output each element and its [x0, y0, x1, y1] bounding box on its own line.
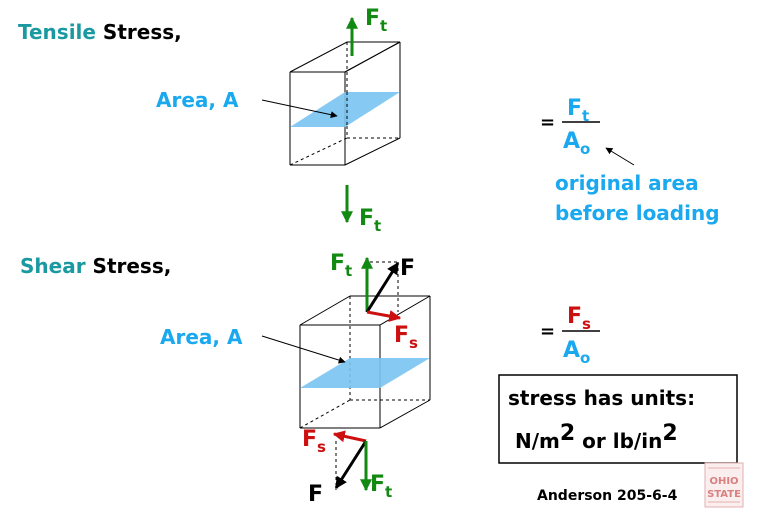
- tensile-area-plane: [290, 92, 400, 127]
- shear-title-rest: Stress,: [86, 254, 172, 278]
- tensile-note-leader: [605, 147, 635, 166]
- tensile-equals: =: [540, 112, 555, 133]
- tensile-area-label: Area, A: [156, 88, 239, 112]
- tensile-area-leader: [261, 99, 338, 119]
- tensile-note-line2: before loading: [555, 201, 720, 225]
- shear-title-word: Shear: [20, 254, 86, 278]
- shear-f-top-label: F: [400, 256, 415, 281]
- shear-f-bottom-label: F: [308, 482, 323, 507]
- tensile-title-word: Tensile: [18, 20, 96, 44]
- tensile-force-down-label: Ft: [359, 206, 381, 235]
- shear-ft-bottom-label: Ft: [370, 472, 392, 501]
- shear-formula: = Fs Ao: [540, 304, 600, 367]
- tensile-force-up-label: Ft: [365, 6, 387, 35]
- shear-area-label: Area, A: [160, 325, 243, 349]
- tensile-note-line1: original area: [555, 171, 699, 195]
- shear-denominator: Ao: [563, 338, 590, 367]
- logo-line2: STATE: [707, 489, 741, 500]
- units-box-frame: [498, 374, 738, 464]
- tensile-formula: = Ft Ao: [540, 96, 600, 158]
- shear-area-leader: [261, 335, 346, 364]
- shear-fs-top-label: Fs: [394, 323, 418, 352]
- shear-fs-top-arrow: [366, 310, 402, 322]
- shear-fs-bottom-arrow: [332, 430, 367, 443]
- shear-f-bottom-arrow: [334, 440, 368, 490]
- units-line2: N/m2 or lb/in2: [515, 421, 678, 453]
- shear-ft-top-label: Ft: [330, 251, 352, 280]
- units-box: stress has units: N/m2 or lb/in2: [498, 374, 738, 464]
- shear-f-top-arrow: [365, 261, 400, 313]
- units-line1: stress has units:: [508, 386, 695, 410]
- logo-line1: OHIO: [709, 476, 738, 487]
- tensile-section: Tensile Stress, Area, A Ft Ft: [18, 6, 720, 235]
- tensile-numerator: Ft: [567, 96, 589, 125]
- tensile-title: Tensile Stress,: [18, 20, 182, 44]
- shear-title: Shear Stress,: [20, 254, 171, 278]
- credit-text: Anderson 205-6-4: [537, 488, 678, 504]
- tensile-title-rest: Stress,: [96, 20, 182, 44]
- shear-area-plane: [300, 358, 430, 388]
- shear-numerator: Fs: [567, 304, 591, 333]
- tensile-denominator: Ao: [563, 129, 590, 158]
- ohio-state-logo: OHIO STATE: [704, 462, 744, 508]
- shear-section: Shear Stress, Area, A Ft F: [20, 251, 600, 507]
- shear-fs-bottom-label: Fs: [302, 427, 326, 456]
- shear-equals: =: [540, 321, 555, 342]
